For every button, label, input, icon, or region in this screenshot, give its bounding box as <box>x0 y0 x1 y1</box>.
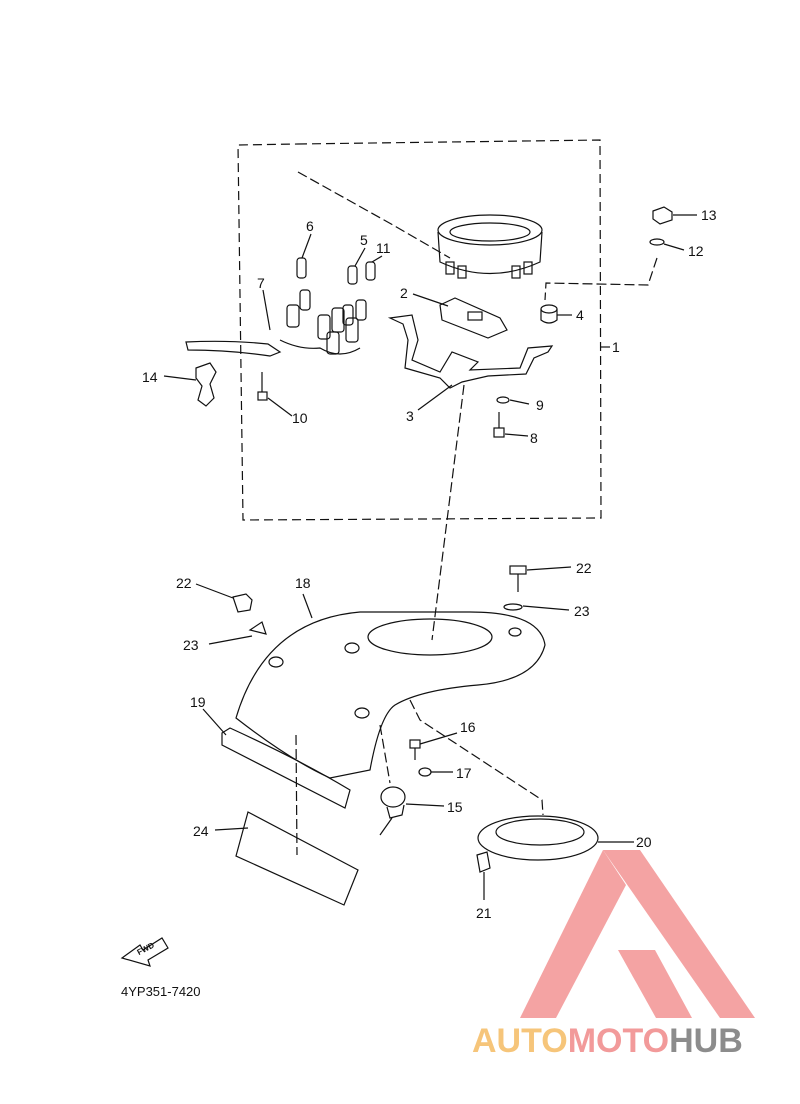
leader-24-chain <box>295 734 298 856</box>
leader-meter-chain <box>297 171 451 259</box>
callout-14: 14 <box>142 369 158 385</box>
part-20-ring <box>477 815 599 861</box>
leader-12-13-chain <box>544 257 658 301</box>
callout-20: 20 <box>636 834 652 850</box>
part-6-bulb <box>296 257 307 279</box>
fwd-label: FWD <box>136 940 157 957</box>
watermark-auto: AUTO <box>472 1022 568 1060</box>
callout-labels: 1 2 3 4 5 6 7 8 9 10 11 12 13 14 15 16 1… <box>142 207 717 921</box>
part-14-clamp <box>195 362 217 407</box>
callout-9: 9 <box>536 397 544 413</box>
part-10-screw <box>257 372 268 401</box>
callout-11: 11 <box>376 240 391 256</box>
callout-15: 15 <box>447 799 463 815</box>
part-13-nut <box>652 206 673 225</box>
watermark-logo-icon <box>520 850 755 1018</box>
watermark-text: AUTOMOTOHUB <box>472 1022 743 1060</box>
callout-4: 4 <box>576 307 584 323</box>
part-17-washer <box>418 767 432 777</box>
part-16-screw <box>409 739 421 760</box>
part-19-strip <box>221 727 351 809</box>
callout-3: 3 <box>406 408 414 424</box>
callout-23-left: 23 <box>183 637 199 653</box>
callout-24: 24 <box>193 823 209 839</box>
part-23-washer-right <box>503 603 523 611</box>
part-24-pad <box>235 811 359 906</box>
callout-19: 19 <box>190 694 206 710</box>
leader-15-chain <box>379 724 391 784</box>
callout-8: 8 <box>530 430 538 446</box>
callout-23-right: 23 <box>574 603 590 619</box>
part-3-bracket <box>387 314 554 389</box>
part-5-bulb <box>347 265 358 285</box>
part-12-washer <box>649 238 665 246</box>
leader-lines <box>163 214 697 900</box>
leader-meter-to-cover <box>431 384 465 641</box>
callout-21: 21 <box>476 905 492 921</box>
callout-16: 16 <box>460 719 476 735</box>
callout-1: 1 <box>612 339 620 355</box>
callout-10: 10 <box>292 410 308 426</box>
part-23-washer-left <box>248 621 267 635</box>
part-22-bolt-right <box>509 565 527 592</box>
callout-6: 6 <box>306 218 314 234</box>
leader-20-chain <box>409 699 544 816</box>
callout-7: 7 <box>257 275 265 291</box>
fwd-arrow-icon <box>120 937 169 967</box>
callout-12: 12 <box>688 243 704 259</box>
part-11-bulb <box>365 261 376 281</box>
callout-2: 2 <box>400 285 408 301</box>
assembly-box-outline <box>237 139 602 521</box>
meter-body <box>437 214 543 279</box>
part-4-grommet <box>540 304 558 324</box>
part-15-switch <box>379 786 406 836</box>
callout-13: 13 <box>701 207 717 223</box>
callout-5: 5 <box>360 232 368 248</box>
wiring-harness <box>185 289 367 357</box>
watermark-hub: HUB <box>669 1022 743 1060</box>
watermark-moto: MOTO <box>568 1022 669 1060</box>
part-9-washer <box>496 396 510 404</box>
part-2-cover <box>439 297 508 339</box>
callout-17: 17 <box>456 765 472 781</box>
part-22-bolt-left <box>232 593 253 613</box>
part-21-clip <box>476 851 491 873</box>
callout-18: 18 <box>295 575 311 591</box>
callout-22-left: 22 <box>176 575 192 591</box>
part-code: 4YP351-7420 <box>121 984 201 999</box>
callout-22-right: 22 <box>576 560 592 576</box>
part-8-bolt <box>493 412 505 438</box>
